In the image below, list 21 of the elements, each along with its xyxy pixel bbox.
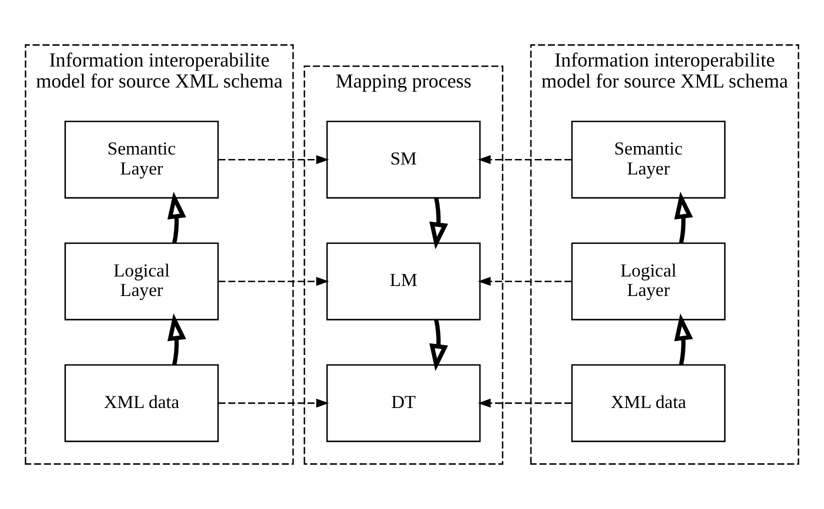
node-box: XML data [571, 364, 726, 442]
arrow [478, 276, 572, 286]
node-box: Logical Layer [64, 242, 219, 320]
node-box: LM [326, 242, 481, 320]
arrow [674, 313, 693, 366]
arrow [429, 198, 448, 250]
arrow [167, 313, 186, 366]
arrow [674, 192, 693, 244]
arrow [218, 398, 329, 408]
arrow [218, 155, 329, 164]
arrow [478, 155, 572, 164]
arrow [478, 398, 572, 408]
node-box: Semantic Layer [571, 120, 726, 199]
arrow [167, 192, 186, 244]
node-box: Logical Layer [571, 242, 726, 320]
arrow [429, 319, 448, 372]
node-box: XML data [64, 364, 219, 442]
arrow [218, 276, 329, 286]
node-box: DT [326, 364, 481, 442]
node-box: Semantic Layer [64, 120, 219, 199]
node-box: SM [326, 120, 481, 199]
